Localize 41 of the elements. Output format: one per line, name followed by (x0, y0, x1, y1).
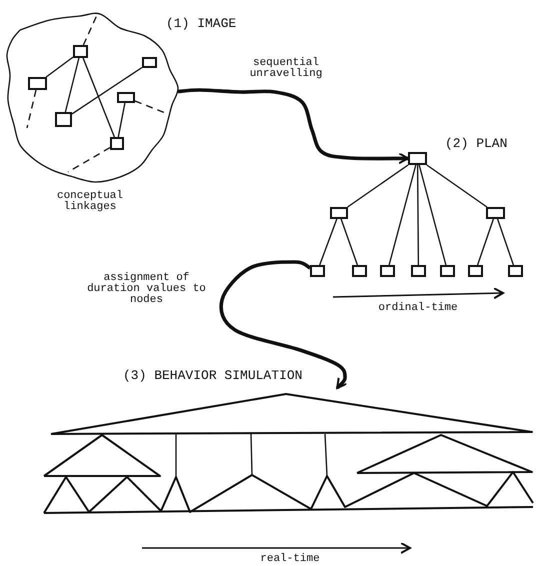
connector-line (418, 164, 447, 266)
small-square (55, 112, 72, 127)
small-square (330, 207, 348, 219)
axis-label: ordinal-time (377, 303, 459, 314)
small-square (73, 45, 88, 58)
connector-line (416, 165, 420, 265)
curved-arrow (178, 88, 409, 164)
small-square (486, 207, 505, 219)
connector-line (340, 218, 358, 266)
small-square (411, 265, 426, 277)
connector-line (476, 218, 494, 266)
small-square (380, 265, 395, 277)
connector-line (426, 164, 488, 208)
section-heading: (2) PLAN (445, 136, 508, 151)
dashed-line (26, 90, 37, 128)
connector-line (118, 102, 126, 138)
small-square (117, 92, 135, 103)
dashed-line (68, 147, 110, 173)
connector-line (46, 56, 74, 78)
connector-line (347, 164, 408, 208)
small-square (142, 57, 157, 68)
curved-arrow (219, 260, 348, 390)
small-square (408, 152, 427, 165)
connector-line (496, 218, 514, 266)
section-heading: (3) BEHAVIOR SIMULATION (123, 368, 302, 383)
small-square (352, 265, 367, 277)
small-square (508, 265, 523, 277)
small-square (110, 137, 124, 150)
note-text: conceptual linkages (56, 191, 124, 213)
small-square (468, 265, 483, 277)
small-square (28, 77, 47, 90)
section-heading: (1) IMAGE (166, 16, 236, 31)
small-square (440, 265, 455, 277)
connector-line (64, 58, 80, 112)
connector-line (319, 218, 338, 266)
small-square (310, 265, 325, 277)
connector-line (72, 66, 142, 114)
connector-line (388, 164, 416, 266)
connector-line (82, 58, 115, 138)
dashed-line (82, 14, 98, 46)
axis-label: real-time (259, 554, 321, 565)
